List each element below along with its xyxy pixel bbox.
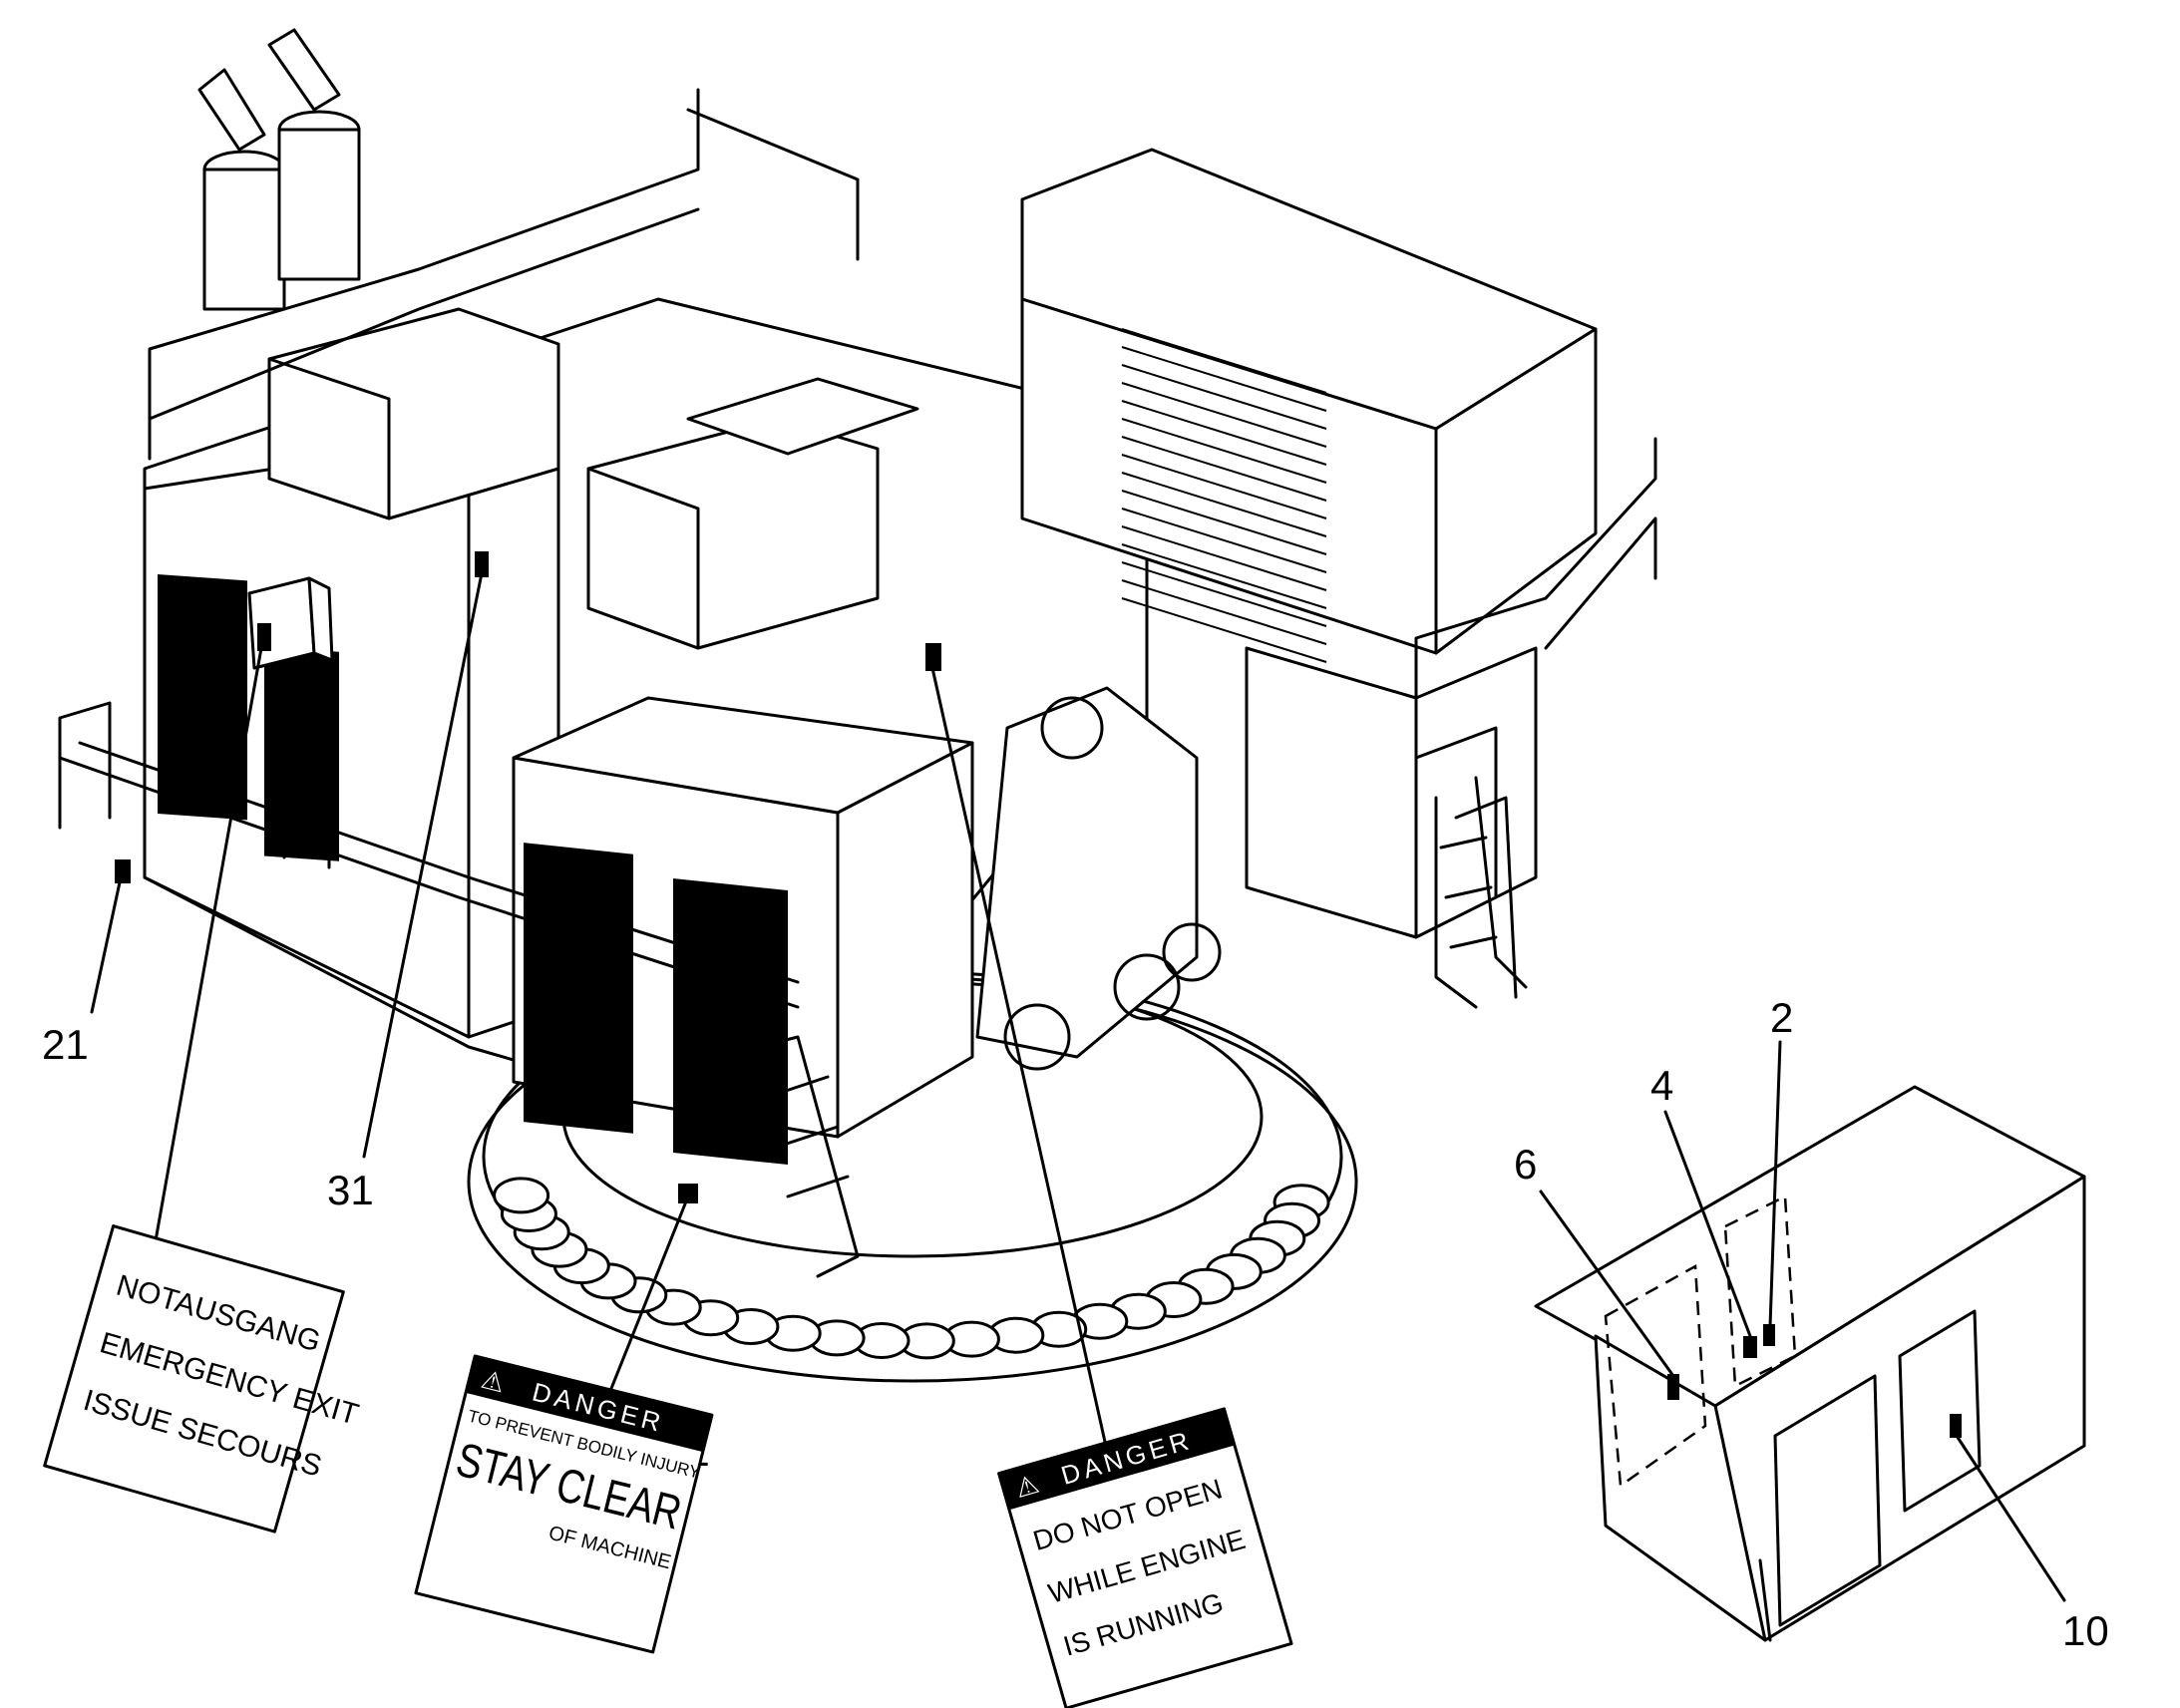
callout-10: 10 [2062,1607,2109,1654]
handrails [58,88,1657,1278]
louver-slat [1121,436,1327,502]
louver-slat [1121,508,1327,573]
roller [493,1177,550,1214]
louver-slat [1121,418,1327,484]
louver-slat [1121,400,1327,466]
decal-emergency-exit: NOTAUSGANG EMERGENCY EXIT ISSUE SECOURS [43,1224,362,1534]
cab-decal-marker-2 [1763,1324,1775,1346]
exhaust-stacks [197,28,361,311]
callout-4: 4 [1650,1062,1673,1109]
louver-slat [1121,364,1327,430]
louver-slat [1121,346,1327,412]
leader-lines [90,571,1109,1453]
louver-slat [1121,597,1327,663]
louver-slat [1121,472,1327,537]
louver-slat [1121,525,1327,591]
decal-marker-21-left [115,859,131,883]
decal-marker-31-left [475,551,489,577]
louver-slat [1121,454,1327,519]
louver-slat [1121,579,1327,645]
decal-marker-36 [257,623,271,651]
upper-structure [58,28,1657,1278]
decal-stay-clear: ⚠ DANGER TO PREVENT BODILY INJURY STAY C… [414,1354,714,1654]
cab-decal-marker-4 [1743,1336,1757,1358]
louver-slat [1121,561,1327,627]
louver-grille [1121,328,1327,663]
callout-2: 2 [1770,994,1793,1041]
boom-linkage [975,686,1222,1071]
decal-do-not-open: ⚠ DANGER DO NOT OPEN WHILE ENGINE IS RUN… [997,1407,1293,1708]
right-ladder [1434,776,1528,1009]
callout-21-left: 21 [42,1021,89,1068]
operator-module [1020,148,1598,939]
louver-slat [1121,382,1327,448]
louver-slat [1121,328,1327,394]
cab-decal-marker-10 [1950,1414,1962,1438]
cab-decal-marker-6 [1667,1374,1679,1400]
decal-marker-31-right [925,643,941,671]
callout-31-left: 31 [327,1167,374,1213]
louver-slat [1121,490,1327,555]
louver-slat [1121,543,1327,609]
roller-ring [493,1177,1330,1360]
callout-6: 6 [1514,1141,1537,1188]
decal-marker-21-front [678,1184,698,1203]
cab-detail [1534,1040,2086,1642]
